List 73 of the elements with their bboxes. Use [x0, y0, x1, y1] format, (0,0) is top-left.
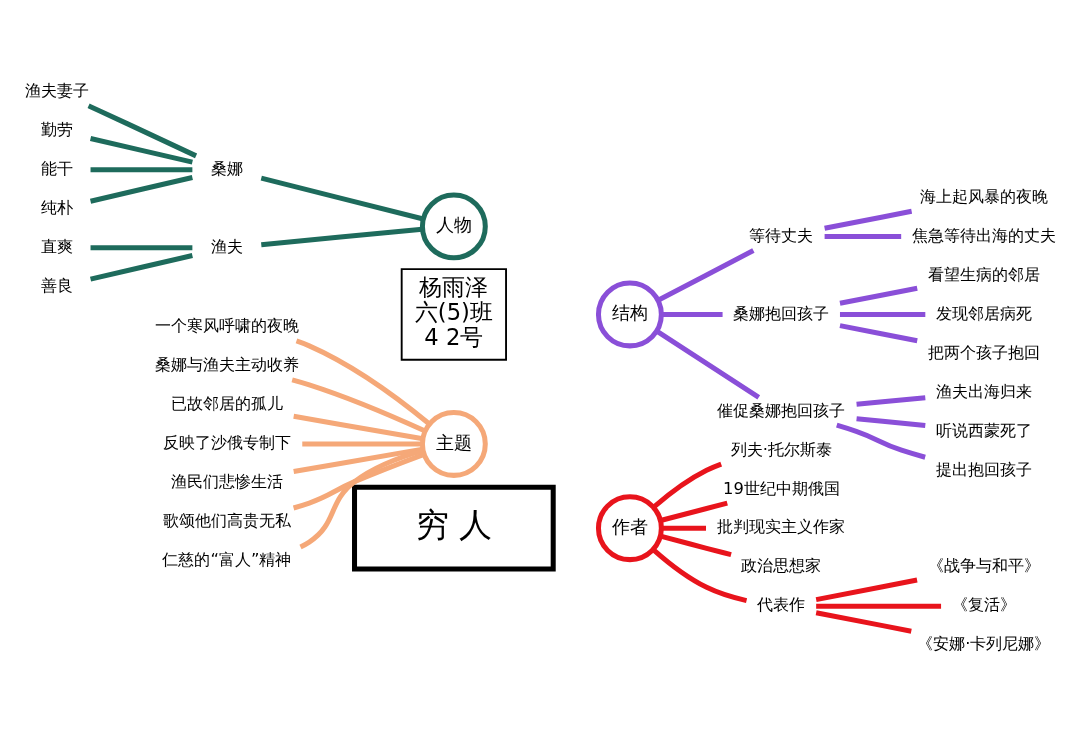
node-text: 提出抱回孩子 — [935, 459, 1032, 479]
node-text: 桑娜 — [210, 158, 243, 178]
connector — [87, 103, 198, 158]
node-text: 渔民们悲惨生活 — [170, 471, 283, 491]
node-text: 已故邻居的孤儿 — [170, 393, 283, 413]
node-circle: 主题 — [419, 409, 488, 478]
node-text: 《复活》 — [951, 594, 1016, 614]
connector — [816, 603, 942, 609]
connector — [824, 208, 913, 231]
connector — [292, 451, 425, 510]
connector — [661, 525, 706, 531]
node-text: 能干 — [40, 158, 73, 178]
node-text: 看望生病的邻居 — [927, 264, 1040, 284]
node-text: 列夫·托尔斯泰 — [730, 439, 833, 459]
connector — [661, 311, 723, 317]
node-text: 勤劳 — [40, 119, 73, 139]
node-text: 善良 — [40, 275, 73, 295]
connector — [652, 461, 723, 509]
node-text: 反映了沙俄专制下 — [162, 432, 291, 452]
connector — [856, 394, 926, 407]
connector — [651, 547, 748, 603]
connector — [839, 285, 918, 306]
connector — [293, 446, 424, 474]
node-text: 政治思想家 — [741, 555, 822, 575]
connector — [261, 226, 423, 247]
node-text: 纯朴 — [40, 197, 73, 217]
node-text: 一个寒风呼啸的夜晚 — [154, 315, 299, 335]
node-box: 杨雨泽 六(5)班 4 2号 — [400, 267, 507, 361]
node-circle: 结构 — [595, 279, 664, 348]
node-text: 催促桑娜抱回孩子 — [717, 400, 846, 420]
node-box: 穷 人 — [352, 484, 556, 572]
node-circle: 人物 — [419, 191, 488, 260]
connector — [815, 609, 912, 634]
connector — [89, 174, 193, 204]
node-text: 焦急等待出海的丈夫 — [911, 225, 1056, 245]
node-text: 渔夫妻子 — [24, 80, 89, 100]
node-text: 桑娜抱回孩子 — [733, 303, 830, 323]
node-text: 把两个孩子抱回 — [927, 342, 1040, 362]
node-text: 等待丈夫 — [749, 225, 814, 245]
connector — [260, 175, 424, 221]
node-text: 直爽 — [40, 236, 73, 256]
node-text: 渔夫 — [210, 236, 243, 256]
connector — [90, 166, 193, 172]
connector — [659, 533, 732, 557]
connector — [840, 311, 926, 317]
connector — [824, 233, 902, 239]
node-text: 海上起风暴的夜晚 — [919, 186, 1048, 206]
node-text: 歌颂他们高贵无私 — [162, 510, 291, 530]
node-text: 19世纪中期俄国 — [723, 477, 840, 497]
connector — [657, 247, 755, 303]
connector — [89, 135, 193, 165]
connector — [815, 577, 918, 602]
node-text: 听说西蒙死了 — [935, 420, 1032, 440]
node-text: 代表作 — [757, 594, 806, 614]
connector — [89, 252, 193, 282]
connector — [836, 422, 926, 460]
node-circle: 作者 — [595, 493, 664, 562]
connector — [655, 328, 761, 399]
node-text: 《战争与和平》 — [927, 555, 1040, 575]
connector — [90, 244, 193, 250]
node-text: 渔夫出海归来 — [935, 381, 1032, 401]
node-text: 发现邻居病死 — [935, 303, 1032, 323]
node-text: 批判现实主义作家 — [717, 516, 846, 536]
connector — [856, 415, 926, 428]
node-text: 桑娜与渔夫主动收养 — [154, 354, 299, 374]
connector — [295, 338, 431, 426]
connector — [291, 376, 427, 433]
node-text: 仁慈的“富人”精神 — [162, 549, 292, 569]
node-text: 《安娜·卡列尼娜》 — [917, 633, 1051, 653]
connector — [659, 500, 728, 523]
connector — [839, 322, 918, 343]
connector — [302, 440, 423, 446]
connector — [293, 413, 424, 441]
